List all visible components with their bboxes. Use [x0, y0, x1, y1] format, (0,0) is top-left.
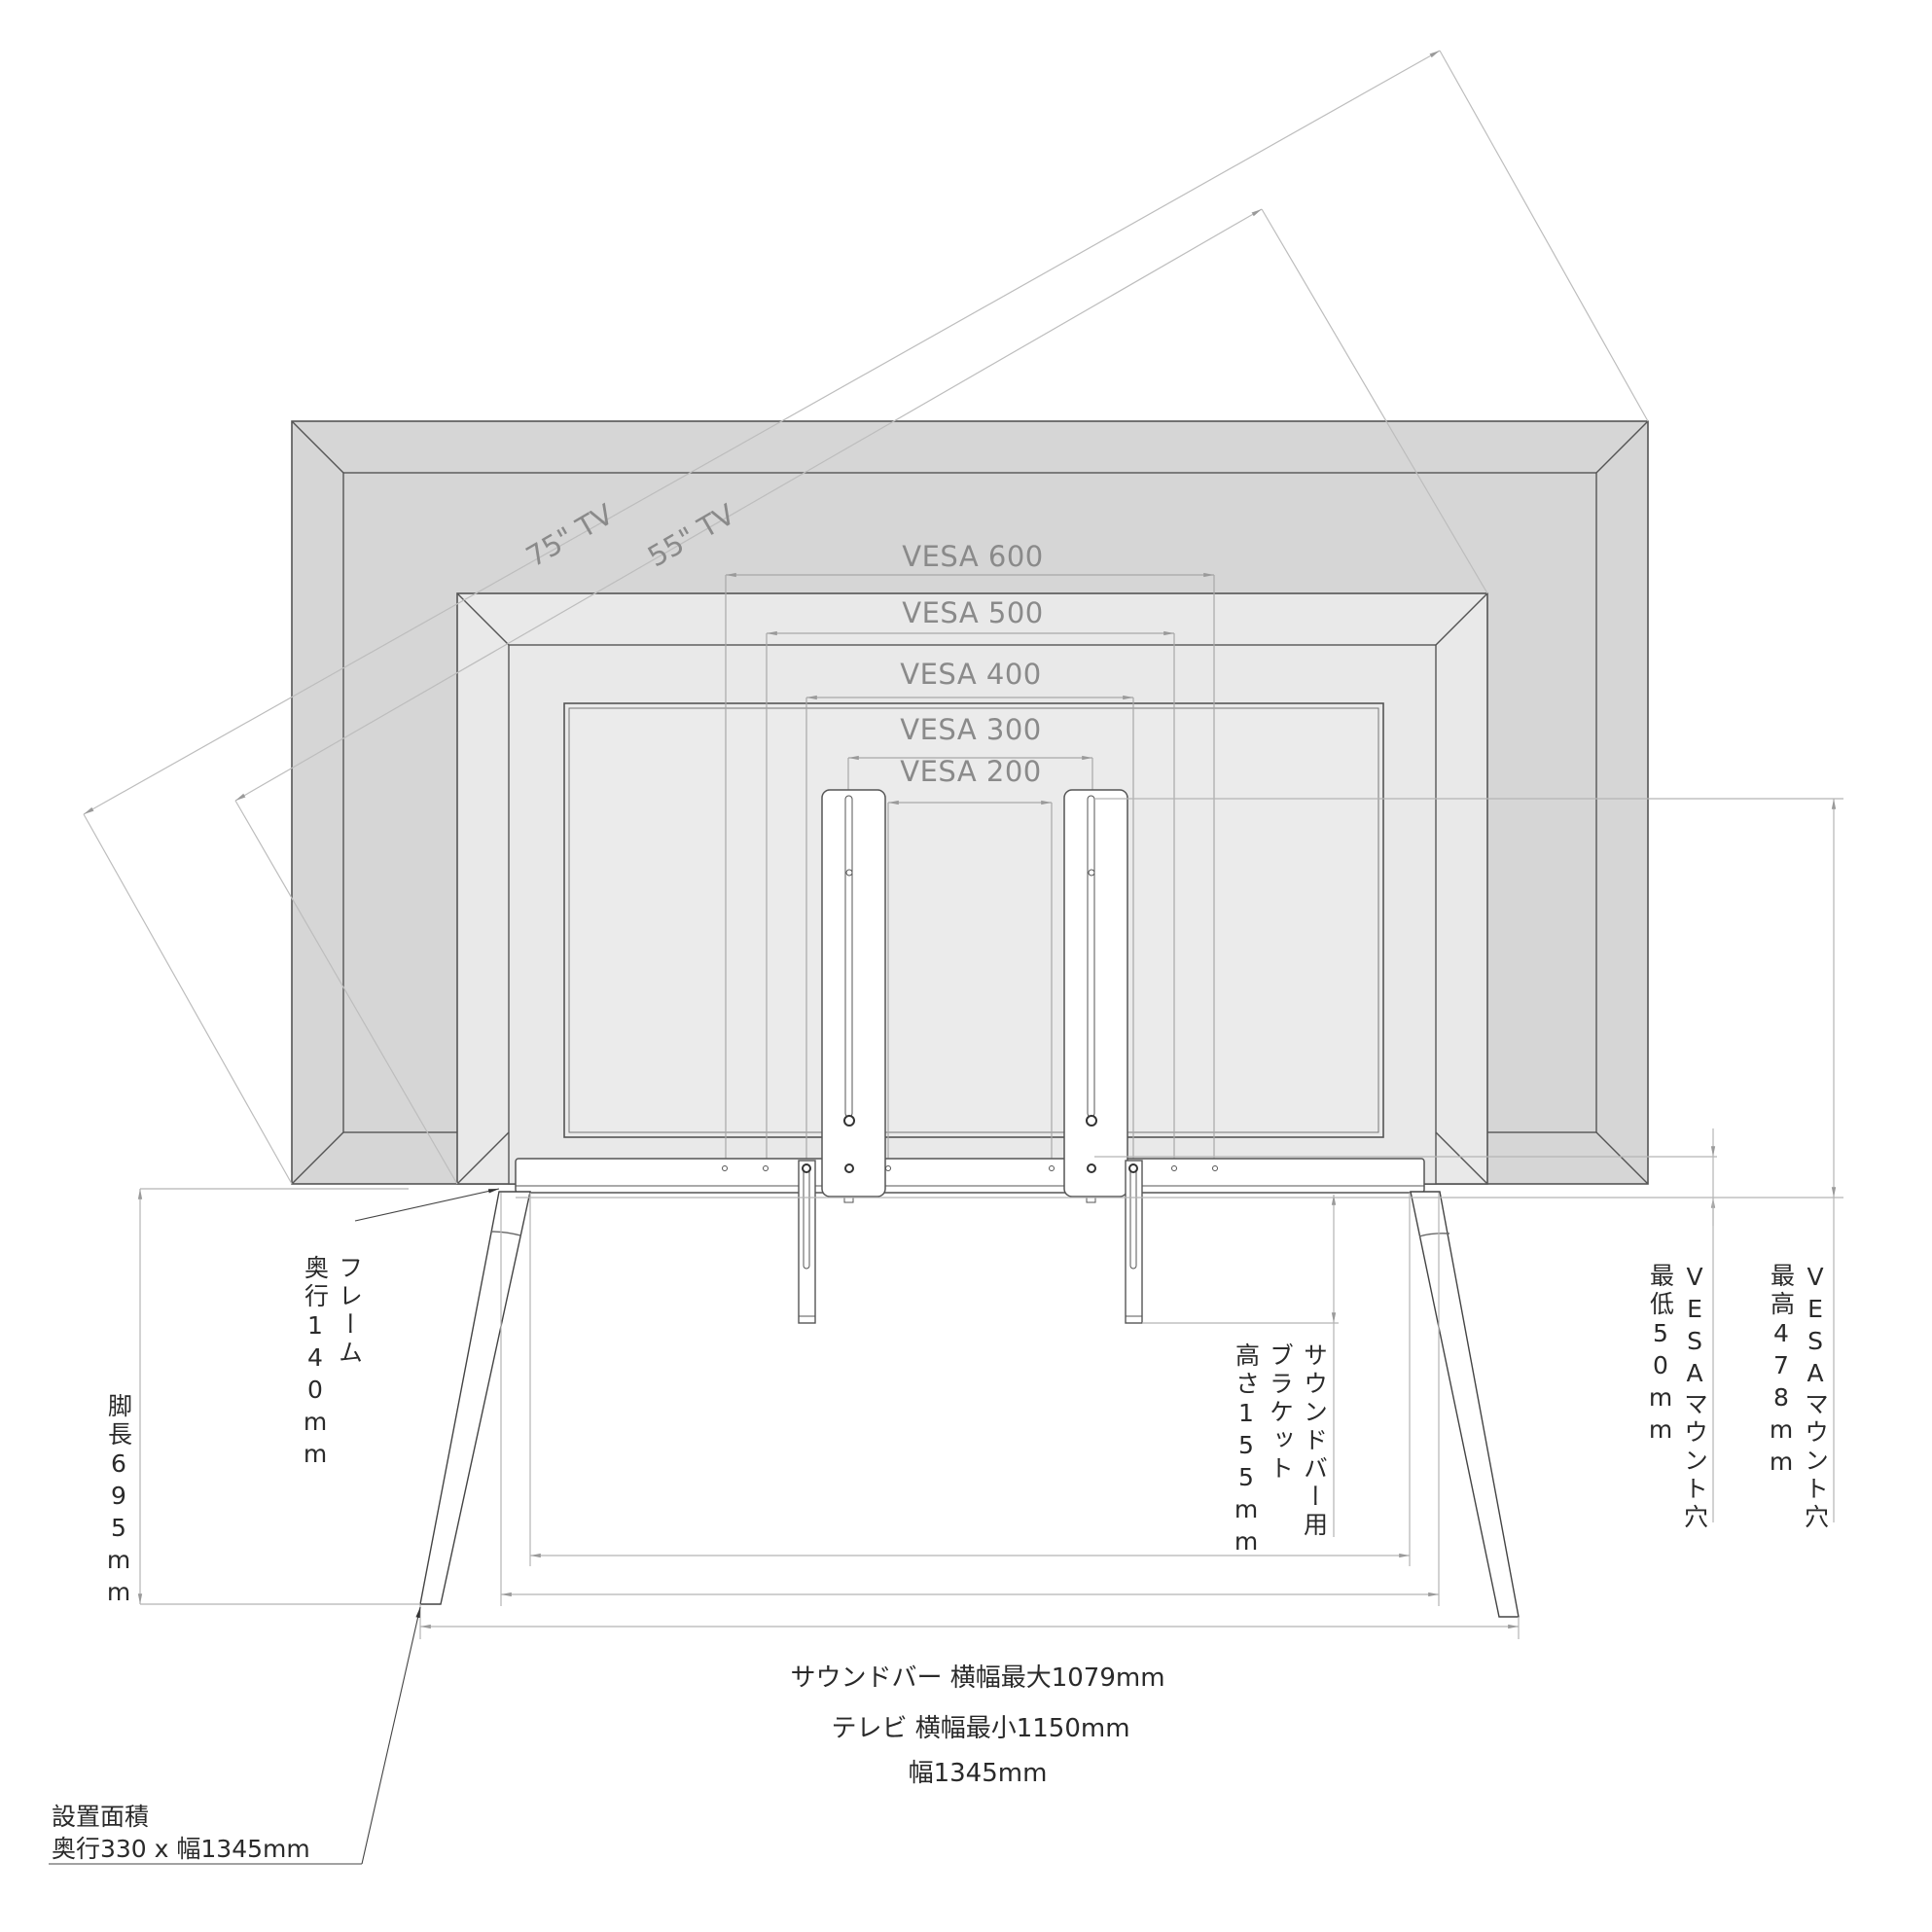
vesa-height-dimensions [516, 798, 1843, 1522]
vesa-500-label: VESA 500 [902, 596, 1044, 629]
vesa-300-label: VESA 300 [900, 713, 1042, 746]
vesa-400-label: VESA 400 [900, 658, 1042, 691]
tv-width-min-label: テレビ 横幅最小1150mm [831, 1714, 1130, 1743]
crossbar [515, 1158, 1425, 1194]
soundbar-bracket-line2: ブラケット [1266, 1342, 1295, 1484]
footprint-line1: 設置面積 [52, 1803, 150, 1831]
vesa-bracket-left [821, 789, 886, 1203]
soundbar-bracket-line3: 高さ155mm [1232, 1342, 1261, 1559]
vesa-min-line1: VESAマウント穴 [1680, 1263, 1709, 1532]
vesa-600-label: VESA 600 [902, 540, 1044, 573]
vesa-min-line2: 最低50mm [1646, 1263, 1675, 1448]
frame-depth-line2: 奥行140mm [301, 1255, 330, 1472]
soundbar-width-label: サウンドバー 横幅最大1079mm [790, 1664, 1165, 1693]
leg-left [419, 1191, 531, 1605]
vesa-bracket-right [1063, 789, 1128, 1203]
vesa-max-line2: 最高478mm [1767, 1263, 1796, 1480]
vesa-dimensions [725, 572, 1215, 1168]
diagonal-dimensions [83, 50, 1649, 1185]
soundbar-bracket-line1: サウンドバー用 [1300, 1342, 1329, 1540]
leg-length-dimension [137, 1188, 420, 1605]
leader-lines [49, 1188, 500, 1865]
footprint-line2: 奥行330 x 幅1345mm [52, 1835, 310, 1863]
soundbar-bracket-left [798, 1160, 816, 1324]
vesa-max-line1: VESAマウント穴 [1801, 1263, 1830, 1532]
leg-right [1410, 1191, 1520, 1618]
vesa-200-label: VESA 200 [900, 755, 1042, 788]
soundbar-bracket-right [1125, 1160, 1143, 1324]
leg-length-label: 脚長695mm [104, 1393, 133, 1610]
total-width-label: 幅1345mm [908, 1759, 1048, 1788]
soundbar-height-dimension [1142, 1195, 1339, 1537]
width-dimensions [419, 1193, 1520, 1639]
frame-depth-line1: フレーム [335, 1255, 364, 1368]
